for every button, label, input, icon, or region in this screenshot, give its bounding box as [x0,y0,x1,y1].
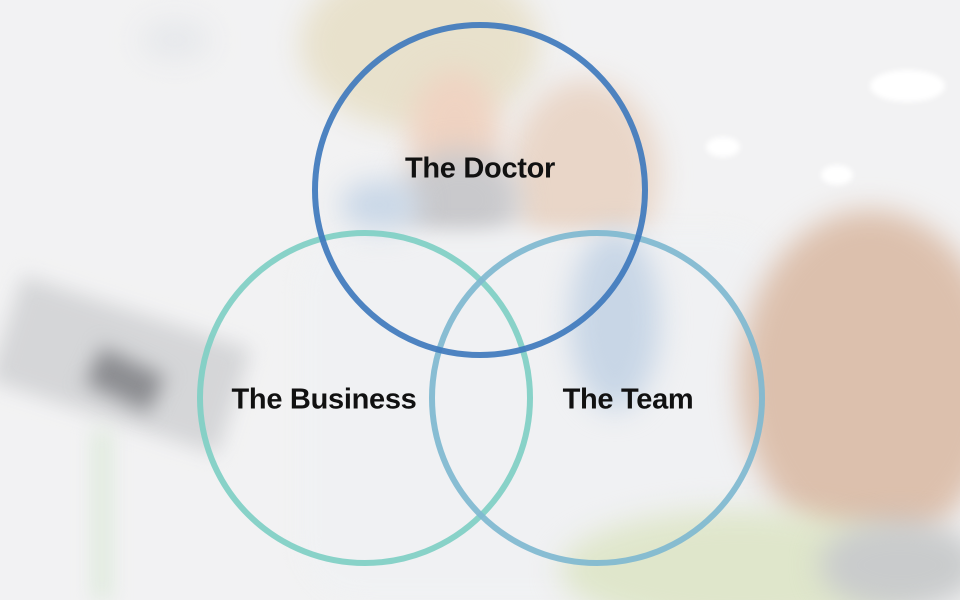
patient-hair [740,210,960,550]
ceiling-light [140,20,210,60]
circle-doctor [312,22,648,358]
chair [820,520,960,600]
label-the-doctor: The Doctor [404,152,556,185]
circle-business [197,230,533,566]
ceiling-light [870,70,945,102]
equipment-pole [95,430,109,600]
doctor-sleeve [340,180,420,230]
ceiling-light [821,165,853,185]
label-the-business: The Business [231,383,417,416]
ceiling-light [706,137,740,157]
label-the-team: The Team [562,383,694,416]
circle-team [429,230,765,566]
